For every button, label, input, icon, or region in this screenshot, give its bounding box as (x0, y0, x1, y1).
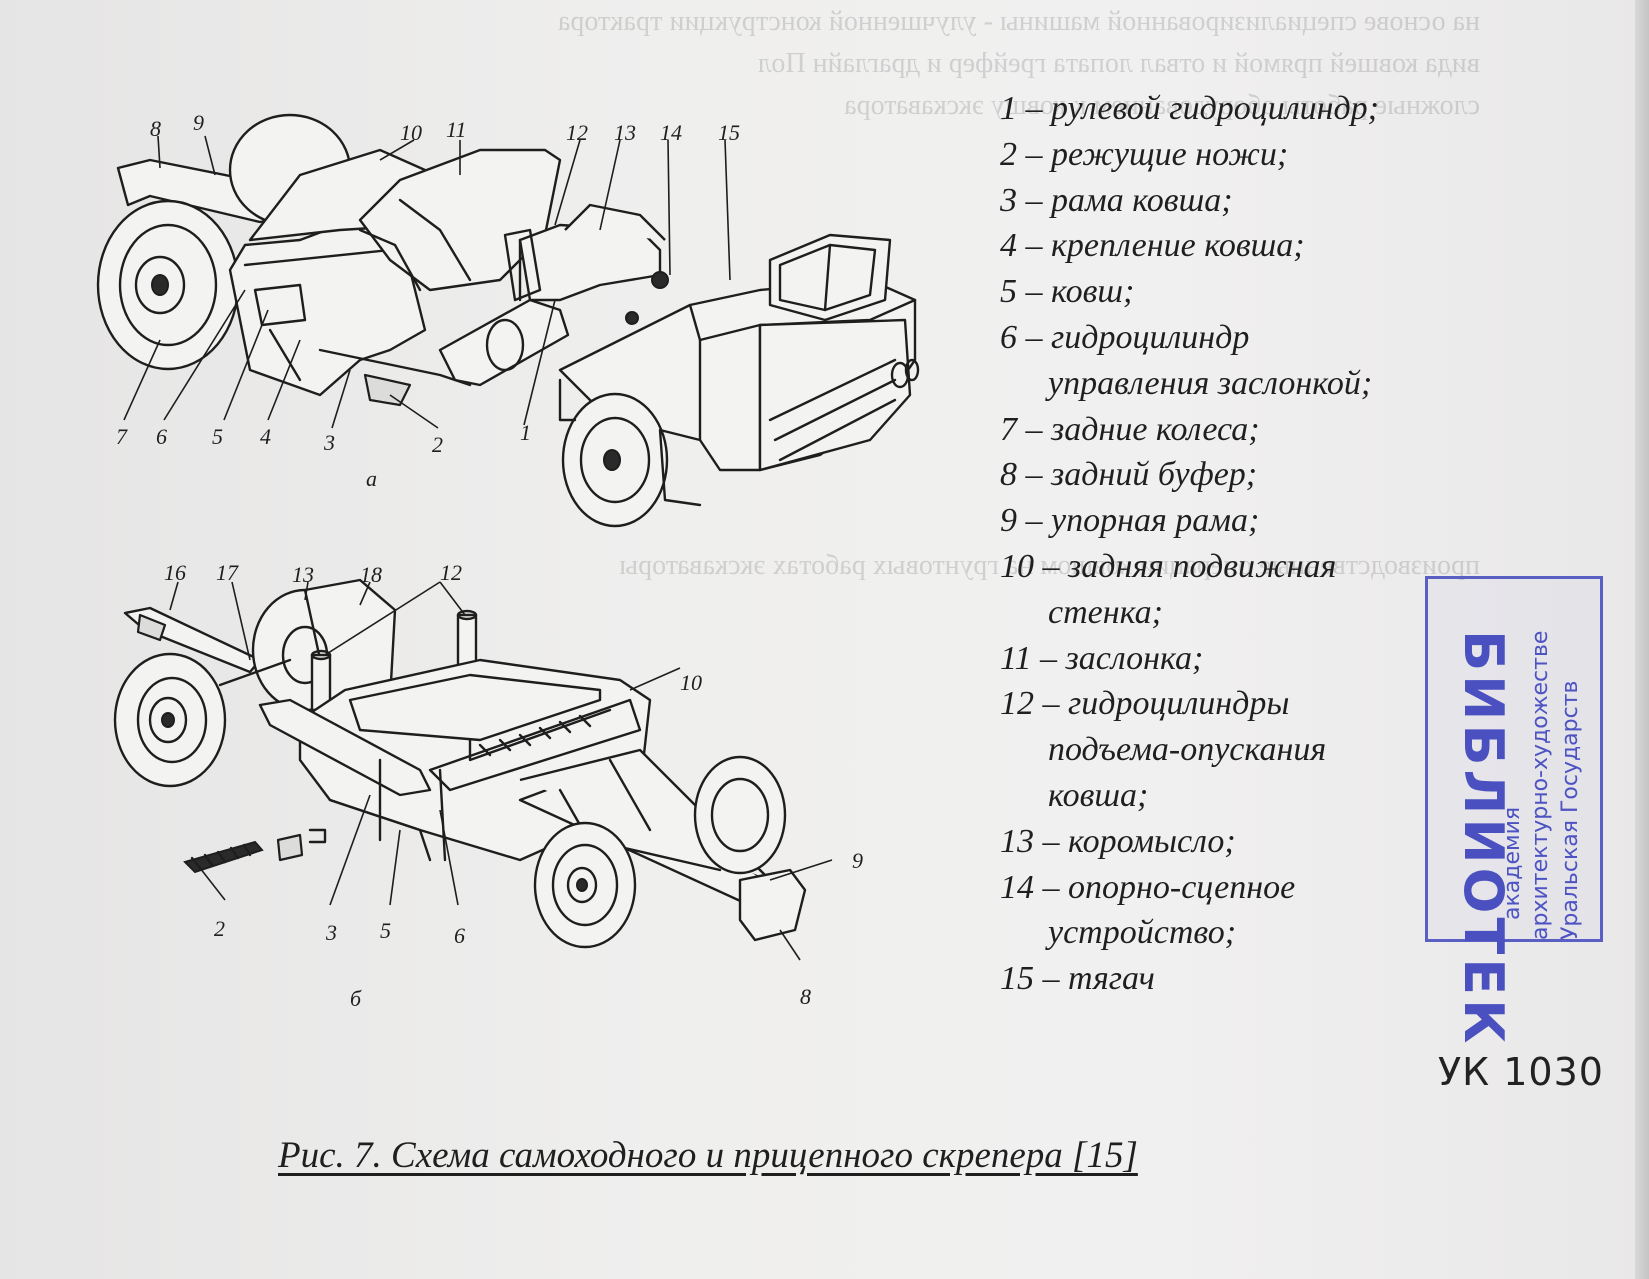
svg-text:12: 12 (566, 120, 588, 145)
library-stamp (1425, 576, 1603, 942)
legend-item: 2 – режущие ножи; (1000, 135, 1289, 173)
legend-item: 11 – заслонка; (1000, 639, 1204, 677)
legend-item-continuation: стенка; (1048, 593, 1163, 631)
svg-text:9: 9 (193, 110, 204, 135)
svg-text:5: 5 (212, 424, 223, 449)
page-gutter-shadow (1635, 0, 1649, 1279)
legend-item-continuation: устройство; (1048, 914, 1237, 952)
svg-text:2: 2 (214, 916, 225, 941)
legend-item: 10 – задняя подвижная (1000, 547, 1337, 585)
svg-text:8: 8 (150, 116, 161, 141)
svg-text:7: 7 (116, 424, 128, 449)
svg-text:8: 8 (800, 984, 811, 1009)
svg-text:16: 16 (164, 560, 186, 585)
legend-item: 15 – тягач (1000, 960, 1155, 998)
legend-item: 3 – рама ковша; (1000, 181, 1233, 219)
svg-text:1: 1 (520, 420, 531, 445)
svg-text:3: 3 (323, 430, 335, 455)
svg-text:13: 13 (614, 120, 636, 145)
stamp-line: Уральская Государств (1558, 680, 1583, 941)
handwritten-code: УК 1030 (1438, 1050, 1604, 1094)
legend-item-continuation: управления заслонкой; (1048, 364, 1373, 402)
svg-text:13: 13 (292, 562, 314, 587)
legend-item-continuation: подъема-опускания (1048, 731, 1327, 769)
svg-text:11: 11 (446, 117, 466, 142)
self-propelled-scraper-drawing: 8 9 10 11 12 13 14 15 7 6 5 4 3 2 1 (96, 110, 920, 528)
svg-text:9: 9 (852, 848, 863, 873)
svg-text:3: 3 (325, 920, 337, 945)
legend: 1 – рулевой гидроцилиндр; 2 – режущие но… (1000, 86, 1500, 1002)
figure-caption: Рис. 7. Схема самоходного и прицепного с… (278, 1135, 1138, 1176)
legend-item: 12 – гидроцилиндры (1000, 685, 1290, 723)
legend-item: 4 – крепление ковша; (1000, 227, 1305, 265)
legend-item: 7 – задние колеса; (1000, 410, 1260, 448)
legend-item: 6 – гидроцилиндр (1000, 318, 1250, 356)
stamp-line: академия (1500, 806, 1525, 920)
stamp-word: БИБЛИОТЕК (1452, 630, 1515, 1048)
svg-text:6: 6 (454, 923, 465, 948)
svg-text:2: 2 (432, 432, 443, 457)
subfigure-label-a: а (366, 466, 377, 491)
svg-text:10: 10 (680, 670, 702, 695)
svg-text:12: 12 (440, 560, 462, 585)
svg-text:18: 18 (360, 562, 382, 587)
subfigure-label-b: б (350, 986, 362, 1011)
svg-text:4: 4 (260, 424, 271, 449)
legend-item: 1 – рулевой гидроцилиндр; (1000, 90, 1379, 127)
legend-item: 8 – задний буфер; (1000, 456, 1258, 494)
legend-item-continuation: ковша; (1048, 776, 1149, 814)
svg-text:17: 17 (216, 560, 239, 585)
svg-text:5: 5 (380, 918, 391, 943)
svg-text:6: 6 (156, 424, 167, 449)
stamp-line: архитектурно-художестве (1528, 630, 1553, 940)
svg-text:10: 10 (400, 120, 422, 145)
svg-text:14: 14 (660, 120, 682, 145)
legend-item: 13 – коромысло; (1000, 822, 1236, 860)
towed-scraper-drawing: 16 17 13 18 12 10 9 8 2 3 5 6 (113, 560, 863, 1009)
legend-item: 9 – упорная рама; (1000, 502, 1260, 540)
svg-text:15: 15 (718, 120, 740, 145)
legend-item: 14 – опорно-сцепное (1000, 868, 1296, 906)
legend-item: 5 – ковш; (1000, 273, 1135, 311)
